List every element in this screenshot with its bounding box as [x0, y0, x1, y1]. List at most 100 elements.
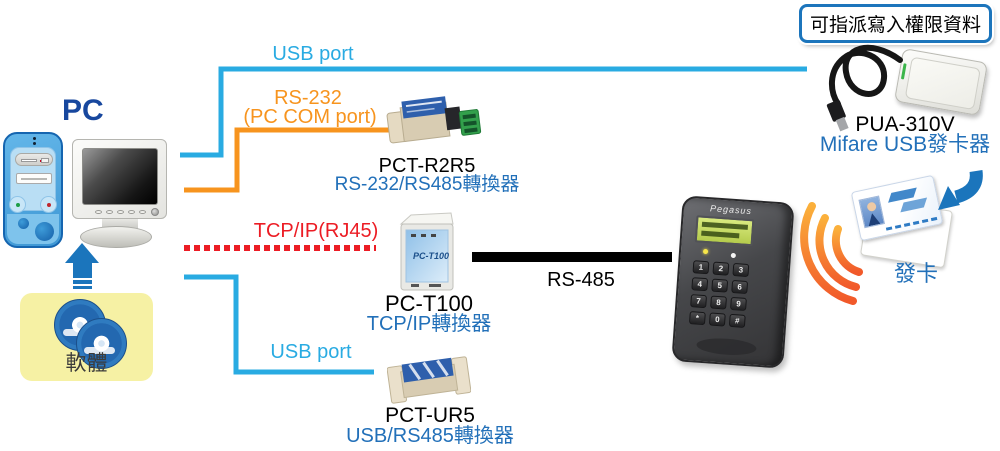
floppy-slot	[16, 173, 52, 184]
tower-bottom-panel	[7, 214, 59, 244]
pct-ur5-illustration	[387, 356, 471, 404]
signal-arc-small	[831, 225, 863, 276]
label-stripe	[422, 361, 435, 379]
issue-arrow-head	[938, 186, 960, 210]
drive-button	[41, 158, 49, 163]
usb-plug	[826, 100, 849, 132]
db9-connector	[444, 106, 463, 131]
arrow-bar	[73, 286, 92, 289]
lcd-text-row	[701, 221, 749, 230]
bottom-port	[429, 284, 441, 287]
pua-310v-name: PUA-310V	[855, 113, 955, 136]
box-blue-panel	[405, 229, 449, 283]
reader-keypad: 1 2 3 4 5 6 7 8 9 * 0 #	[688, 260, 750, 328]
id-photo-face	[866, 201, 878, 213]
tcpip-label: TCP/IP(RJ45)	[253, 220, 379, 242]
tower-dot	[33, 142, 36, 145]
key-9: 9	[730, 296, 747, 311]
pct-ur5-name: PCT-UR5	[385, 404, 475, 427]
reader-lcd	[694, 215, 755, 247]
panel-mark	[421, 234, 426, 237]
access-reader-illustration: Pegasus 1 2 3 4 5 6 7 8 9 * 0 #	[671, 195, 795, 369]
monitor-bezel	[72, 139, 167, 219]
id-photo	[858, 195, 886, 229]
label-stripe	[436, 359, 449, 377]
pc-t100-desc: TCP/IP轉換器	[366, 313, 492, 335]
pct-r2r5-illustration	[386, 96, 482, 144]
monitor-base	[80, 226, 152, 248]
pc-t100-illustration: PC-T100	[399, 212, 454, 291]
rs232-label-line2: (PC COM port)	[243, 106, 377, 128]
lcd-text-row	[701, 230, 740, 239]
reader-bottom-cover	[695, 336, 757, 357]
tower-button-small	[18, 218, 29, 229]
pc-t100-device-label: PC-T100	[413, 251, 449, 261]
pua-310v-illustration	[893, 47, 989, 117]
pct-r2r5-desc: RS-232/RS485轉換器	[334, 174, 520, 195]
monitor-power-button	[151, 208, 159, 216]
arrow-body	[73, 263, 92, 278]
label-line	[406, 107, 435, 113]
panel-mark	[411, 234, 416, 237]
pct-r2r5-name: PCT-R2R5	[378, 155, 476, 177]
usb-port-bottom-label: USB port	[270, 341, 352, 363]
issue-arrow-tail	[954, 170, 983, 204]
signal-arc-large	[800, 202, 857, 305]
usb-cable	[829, 44, 903, 107]
rs232-label-line1: RS-232	[274, 87, 342, 109]
tower-button-big	[35, 222, 54, 241]
software-cd	[76, 318, 127, 369]
card-logo-shape	[900, 197, 928, 213]
green-led	[16, 203, 20, 207]
label-line	[405, 100, 442, 108]
usb-plug-metal	[835, 116, 849, 132]
cd-slot	[21, 159, 37, 162]
signal-arc-medium	[815, 214, 860, 291]
card-issuing-label: 發卡	[893, 261, 939, 286]
monitor-screen	[82, 148, 158, 205]
key-star: *	[688, 311, 706, 326]
pua-green-mark	[900, 63, 907, 80]
pc-tower-illustration	[3, 132, 63, 248]
vent	[139, 210, 146, 214]
pua-touch-panel	[904, 56, 981, 111]
vent	[106, 210, 113, 214]
usb-plug-body	[826, 100, 846, 122]
tower-vent-left	[9, 196, 26, 213]
reader-led-yellow	[702, 248, 709, 255]
software-upload-arrow	[65, 243, 100, 289]
key-0: 0	[708, 312, 726, 327]
rs485-label: RS-485	[547, 269, 615, 291]
label-stripe	[408, 363, 422, 381]
software-label: 軟體	[65, 352, 108, 375]
terminal-slot	[462, 113, 476, 120]
arrow-bar	[73, 280, 92, 284]
key-8: 8	[710, 295, 727, 310]
key-7: 7	[690, 294, 708, 309]
callout-box: 可指派寫入權限資料	[799, 4, 993, 43]
terminal-slot	[464, 127, 478, 134]
vent	[117, 210, 124, 214]
pc-t100-name: PC-T100	[384, 291, 474, 316]
cd-drive-bay	[15, 153, 53, 166]
key-2: 2	[712, 261, 730, 276]
monitor-neck	[102, 219, 138, 230]
reader-led-white	[730, 252, 737, 259]
key-5: 5	[711, 278, 729, 293]
box-top-face	[399, 212, 454, 225]
tower-dot	[33, 137, 36, 140]
terminal-slot	[463, 120, 477, 127]
tower-vent-right	[40, 196, 57, 213]
key-3: 3	[732, 262, 750, 278]
key-1: 1	[692, 260, 710, 275]
usb-port-top-label: USB port	[272, 43, 354, 65]
pc-label: PC	[62, 94, 104, 127]
bottom-port	[411, 284, 419, 287]
arrow-head	[65, 243, 99, 263]
pua-310v-desc: Mifare USB發卡器	[819, 133, 991, 156]
software-box: 軟體	[20, 293, 153, 381]
tower-front-panel	[10, 147, 56, 211]
monitor-vents	[95, 210, 146, 214]
vent	[128, 210, 135, 214]
